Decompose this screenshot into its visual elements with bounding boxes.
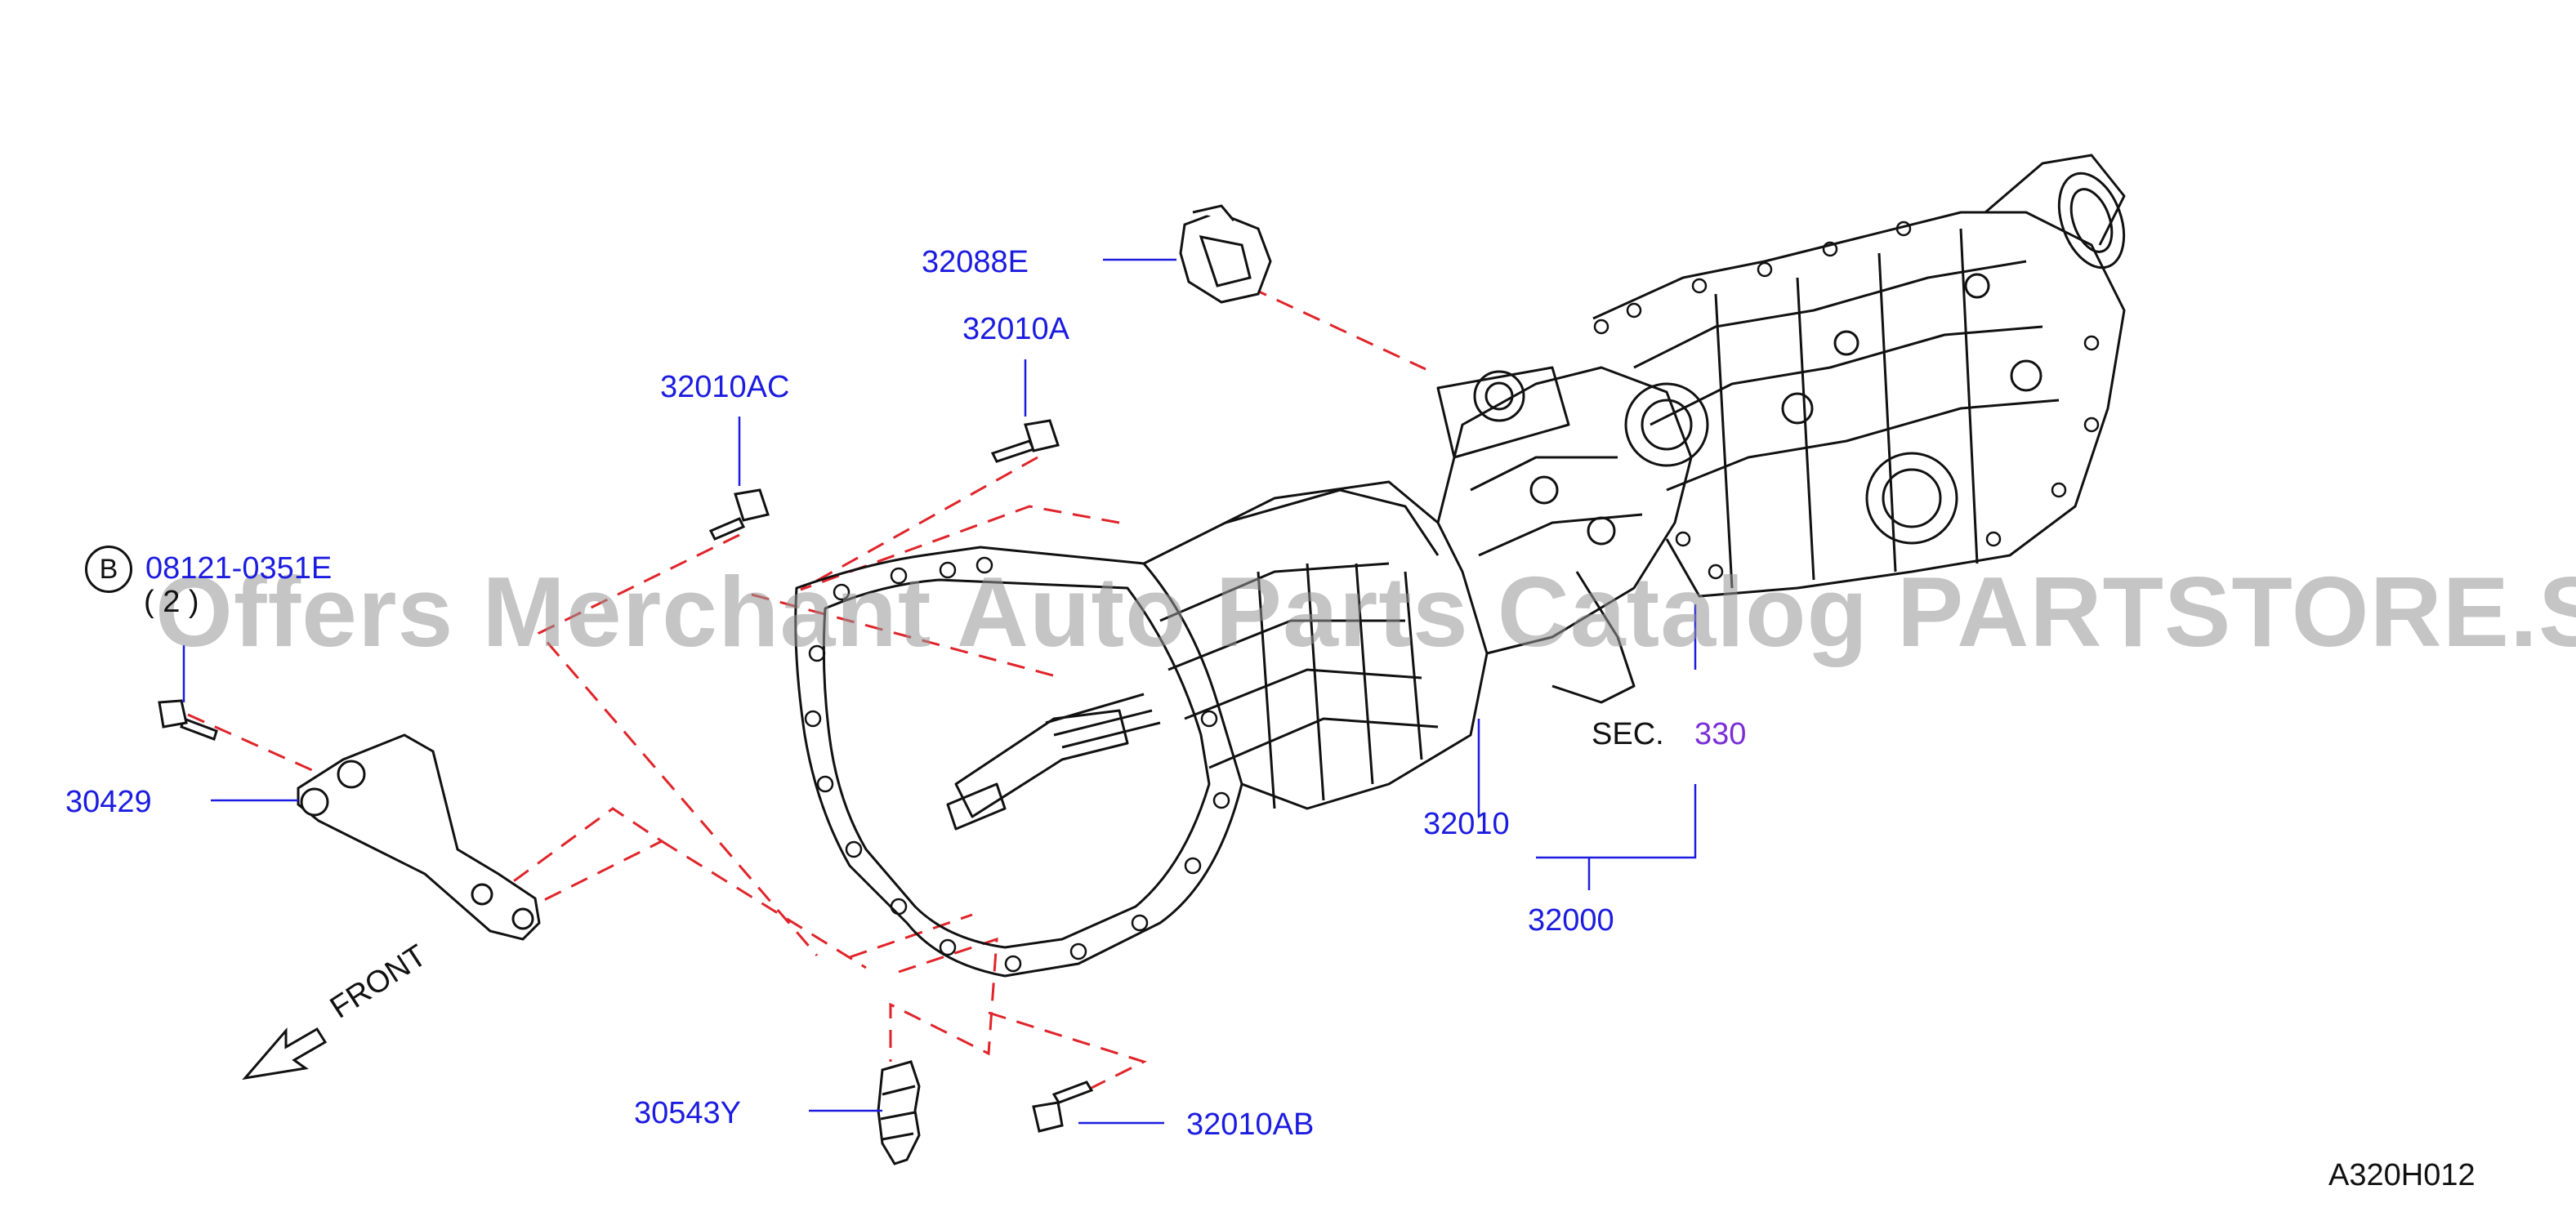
watermark: Offers Merchant Auto Parts Catalog PARTS… [155, 556, 2576, 667]
circle-b-marker: B [85, 546, 132, 593]
extension-housing [1436, 366, 1693, 655]
bell-housing [794, 546, 1243, 978]
rear-output-flange [1984, 154, 2126, 246]
clip-30543Y [877, 1060, 921, 1165]
front-arrow-icon [242, 1027, 328, 1081]
callout-30543Y[interactable]: 30543Y [634, 1096, 742, 1130]
input-shaft [954, 709, 1129, 818]
callout-32010AC[interactable]: 32010AC [660, 370, 790, 404]
main-case [1143, 480, 1489, 810]
callout-32088E[interactable]: 32088E [922, 245, 1029, 279]
bolt-32010A [990, 419, 1060, 463]
dashed-guide-lines [187, 286, 1426, 1096]
leader-lines [182, 258, 1697, 1125]
bell-housing-bolt-holes [804, 556, 1230, 973]
bolt-32010AB [1032, 1081, 1094, 1133]
transfer-case [1592, 211, 2126, 598]
bolt-32010AC [708, 488, 770, 541]
callout-32000[interactable]: 32000 [1528, 903, 1614, 938]
callout-32010AB[interactable]: 32010AB [1186, 1107, 1315, 1142]
bolt-08121-0351E [158, 699, 218, 741]
drawing-code: A320H012 [2328, 1158, 2476, 1192]
section-link-330[interactable]: 330 [1694, 717, 1747, 751]
section-prefix: SEC. [1592, 717, 1664, 751]
quantity-label: ( 2 ) [144, 585, 199, 619]
callout-32010A[interactable]: 32010A [962, 312, 1070, 346]
bracket-30429 [297, 733, 541, 941]
callout-30429[interactable]: 30429 [65, 785, 152, 819]
part-32088E-plug [1179, 204, 1272, 304]
callout-32010[interactable]: 32010 [1423, 807, 1510, 841]
callout-08121-0351E[interactable]: 08121-0351E [145, 551, 333, 586]
transmission-assembly [794, 154, 2126, 978]
